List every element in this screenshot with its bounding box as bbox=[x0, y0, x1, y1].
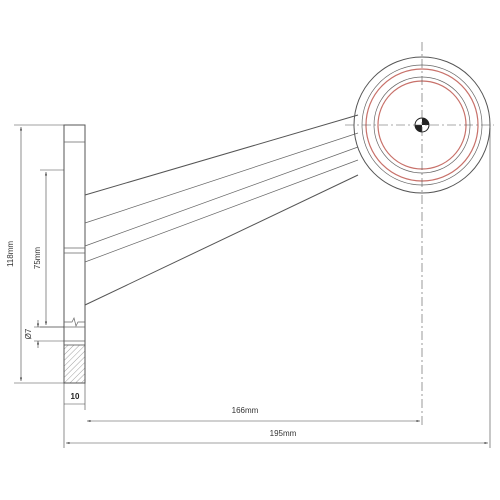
dim-overall-height: 118mm bbox=[6, 124, 64, 384]
dim-overall-length-label: 195mm bbox=[270, 429, 297, 438]
base-break-line bbox=[64, 316, 85, 328]
dim-base-thickness: 10 bbox=[63, 383, 86, 410]
dim-lamp-offset-label: 166mm bbox=[232, 406, 259, 415]
arm-edge-4 bbox=[84, 159, 359, 263]
mounting-base bbox=[63, 124, 86, 384]
dim-overall-length: 195mm bbox=[63, 128, 491, 448]
dim-hole-spacing: 75mm bbox=[33, 169, 64, 328]
dim-overall-height-label: 118mm bbox=[6, 241, 15, 267]
dim-hole-spacing-label: 75mm bbox=[33, 247, 42, 270]
arm-edge-1 bbox=[84, 114, 359, 196]
base-hatched-section bbox=[63, 344, 86, 384]
center-lines bbox=[345, 42, 494, 428]
dim-hole-diameter-label: Ø7 bbox=[24, 328, 33, 339]
arm-edge-5 bbox=[84, 174, 359, 306]
dim-lamp-offset: 166mm bbox=[87, 406, 420, 423]
base-outline bbox=[63, 124, 86, 384]
arm-edge-3 bbox=[84, 146, 359, 247]
dim-base-thickness-label: 10 bbox=[71, 392, 80, 401]
arm-edge-2 bbox=[84, 132, 359, 224]
arm bbox=[84, 114, 359, 306]
dim-hole-diameter: Ø7 bbox=[24, 320, 64, 348]
